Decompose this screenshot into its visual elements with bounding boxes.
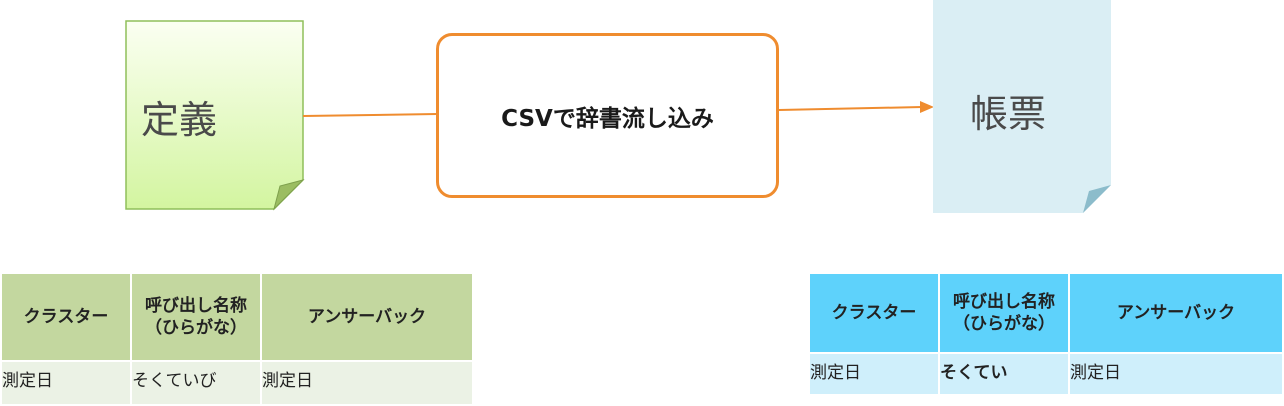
flow-diagram bbox=[125, 0, 1111, 213]
table-row: 測定日 そくていび 測定日 bbox=[0, 360, 474, 406]
header-call-name-line1: 呼び出し名称 bbox=[145, 296, 247, 316]
cell-answerback: 測定日 bbox=[1068, 352, 1284, 396]
cell-call-name: そくてい bbox=[938, 352, 1070, 396]
header-cluster: クラスター bbox=[808, 272, 940, 354]
definition-table: クラスター 呼び出し名称（ひらがな） アンサーバック 測定日 そくていび 測定日 bbox=[0, 272, 474, 406]
header-cluster: クラスター bbox=[0, 272, 132, 362]
header-call-name-line2: （ひらがな） bbox=[145, 318, 247, 338]
cell-cluster: 測定日 bbox=[0, 360, 132, 406]
table-header-row: クラスター 呼び出し名称（ひらがな） アンサーバック bbox=[808, 272, 1284, 354]
process-label: CSVで辞書流し込み bbox=[501, 105, 714, 132]
cell-call-name: そくていび bbox=[130, 360, 262, 406]
table-row: 測定日 そくてい 測定日 bbox=[808, 352, 1284, 396]
cell-cluster: 測定日 bbox=[808, 352, 940, 396]
cell-answerback: 測定日 bbox=[260, 360, 474, 406]
header-call-name-line1: 呼び出し名称 bbox=[953, 292, 1055, 312]
form-table: クラスター 呼び出し名称（ひらがな） アンサーバック 測定日 そくてい 測定日 bbox=[808, 272, 1284, 396]
form-note bbox=[933, 0, 1111, 213]
arrow-to-form bbox=[778, 101, 934, 113]
definition-label: 定義 bbox=[140, 97, 217, 142]
header-call-name-line2: （ひらがな） bbox=[953, 314, 1055, 334]
header-answerback: アンサーバック bbox=[260, 272, 474, 362]
form-label: 帳票 bbox=[969, 91, 1046, 136]
table-header-row: クラスター 呼び出し名称（ひらがな） アンサーバック bbox=[0, 272, 474, 362]
definition-note bbox=[125, 20, 305, 211]
header-answerback: アンサーバック bbox=[1068, 272, 1284, 354]
header-call-name: 呼び出し名称（ひらがな） bbox=[938, 272, 1070, 354]
process-box: CSVで辞書流し込み bbox=[436, 33, 779, 198]
header-call-name: 呼び出し名称（ひらがな） bbox=[130, 272, 262, 362]
connector-line bbox=[302, 113, 438, 117]
